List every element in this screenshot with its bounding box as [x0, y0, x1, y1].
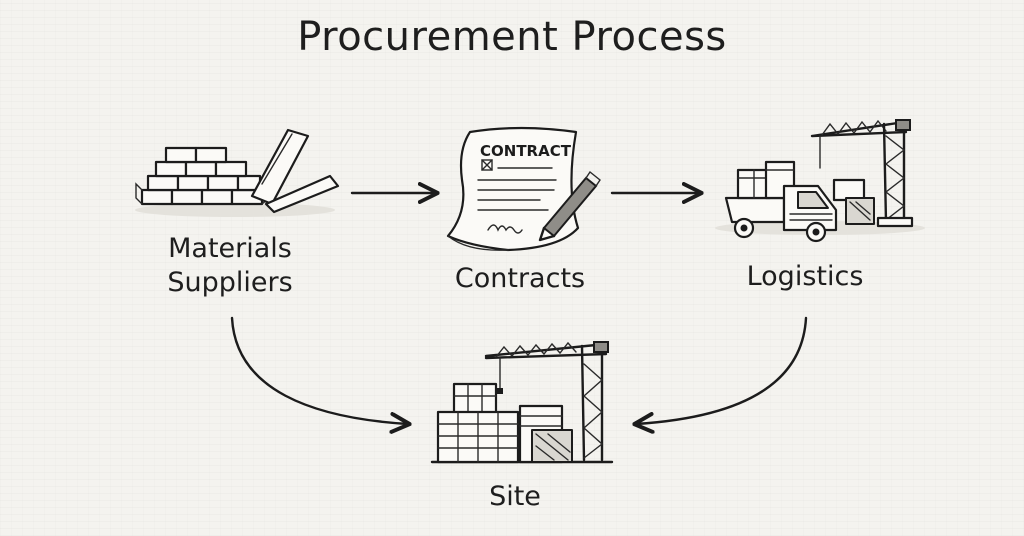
contract-heading: CONTRACT: [480, 142, 572, 160]
materials-label-line2: Suppliers: [167, 267, 293, 298]
materials-label-line1: Materials: [168, 233, 292, 264]
node-label-logistics: Logistics: [746, 261, 864, 292]
node-label-materials-suppliers: Materials Suppliers: [130, 232, 330, 300]
arrow-materials-to-site: [230, 316, 408, 424]
node-label-site: Site: [489, 481, 541, 512]
arrow-logistics-to-site: [636, 316, 808, 424]
contract-document-icon: CONTRACT: [446, 126, 601, 252]
node-label-contracts: Contracts: [454, 263, 586, 294]
truck-and-crane-icon: [715, 119, 925, 243]
bricks-and-lumber-icon: [135, 128, 340, 217]
diagram-title: Procurement Process: [297, 14, 727, 60]
construction-site-icon: [430, 341, 614, 464]
